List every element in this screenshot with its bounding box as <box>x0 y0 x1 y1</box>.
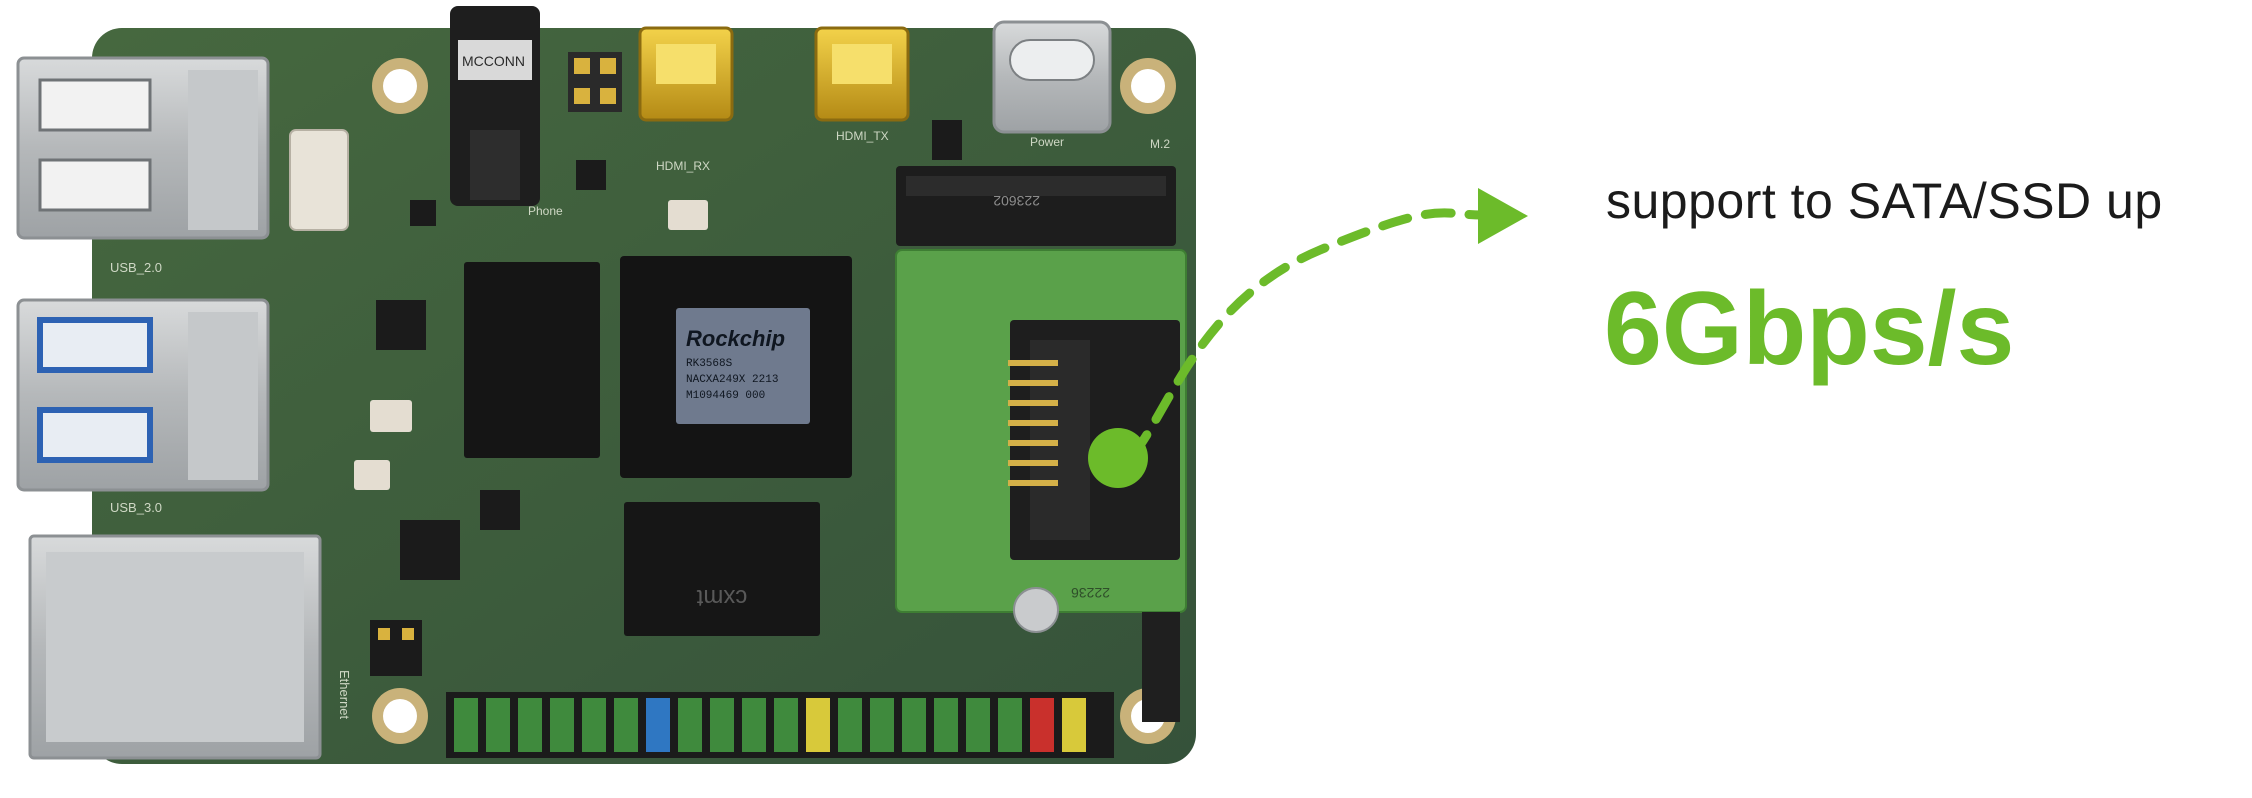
crystal-3 <box>354 460 390 490</box>
ethernet-port <box>28 534 322 760</box>
label-power: Power <box>1030 135 1064 149</box>
label-hdmi-rx: HDMI_RX <box>656 159 710 173</box>
chip-line-3: M1094469 000 <box>686 390 765 402</box>
label-hdmi-tx: HDMI_TX <box>836 129 889 143</box>
chip-line-2: NACXA249X 2213 <box>686 374 778 386</box>
usb2-port <box>16 56 270 240</box>
callout-speed: 6Gbps/s <box>1604 271 2015 387</box>
rtc-connector <box>289 129 349 231</box>
chip-brand: Rockchip <box>686 326 785 351</box>
board-photo: USB_2.0 USB_3.0 Ethernet MCCONN Phone <box>16 6 1196 764</box>
label-adapter-code: 22236 <box>1071 585 1110 601</box>
label-ssd-code: 223602 <box>993 193 1040 209</box>
chip-line-1: RK3568S <box>686 358 733 370</box>
small-header <box>370 620 422 676</box>
hdmi-rx-port <box>638 26 734 122</box>
m2-slot <box>896 166 1176 246</box>
memory-chip <box>624 502 820 636</box>
misc-components <box>376 120 962 580</box>
gpio-header <box>446 692 1114 758</box>
label-phone: Phone <box>528 204 563 218</box>
label-m2: M.2 <box>1150 137 1170 151</box>
side-connector <box>1142 612 1180 722</box>
arrow-head-icon <box>1478 188 1528 244</box>
sata-adapter-card <box>895 249 1187 633</box>
audio-jack <box>450 6 540 206</box>
ram-chip-left <box>464 262 600 458</box>
crystal <box>668 200 708 230</box>
usb3-port <box>16 298 270 492</box>
label-ethernet: Ethernet <box>337 670 352 720</box>
label-usb2: USB_2.0 <box>110 260 162 275</box>
label-usb3: USB_3.0 <box>110 500 162 515</box>
usb-c-power-port <box>992 20 1112 134</box>
soc-chip <box>620 256 852 478</box>
hdmi-tx-port <box>814 26 910 122</box>
crystal-2 <box>370 400 412 432</box>
memory-brand: cxmt <box>696 584 747 611</box>
label-audio-brand: MCCONN <box>462 53 525 69</box>
top-header-pins <box>568 52 622 112</box>
callout-headline: support to SATA/SSD up <box>1606 173 2163 229</box>
